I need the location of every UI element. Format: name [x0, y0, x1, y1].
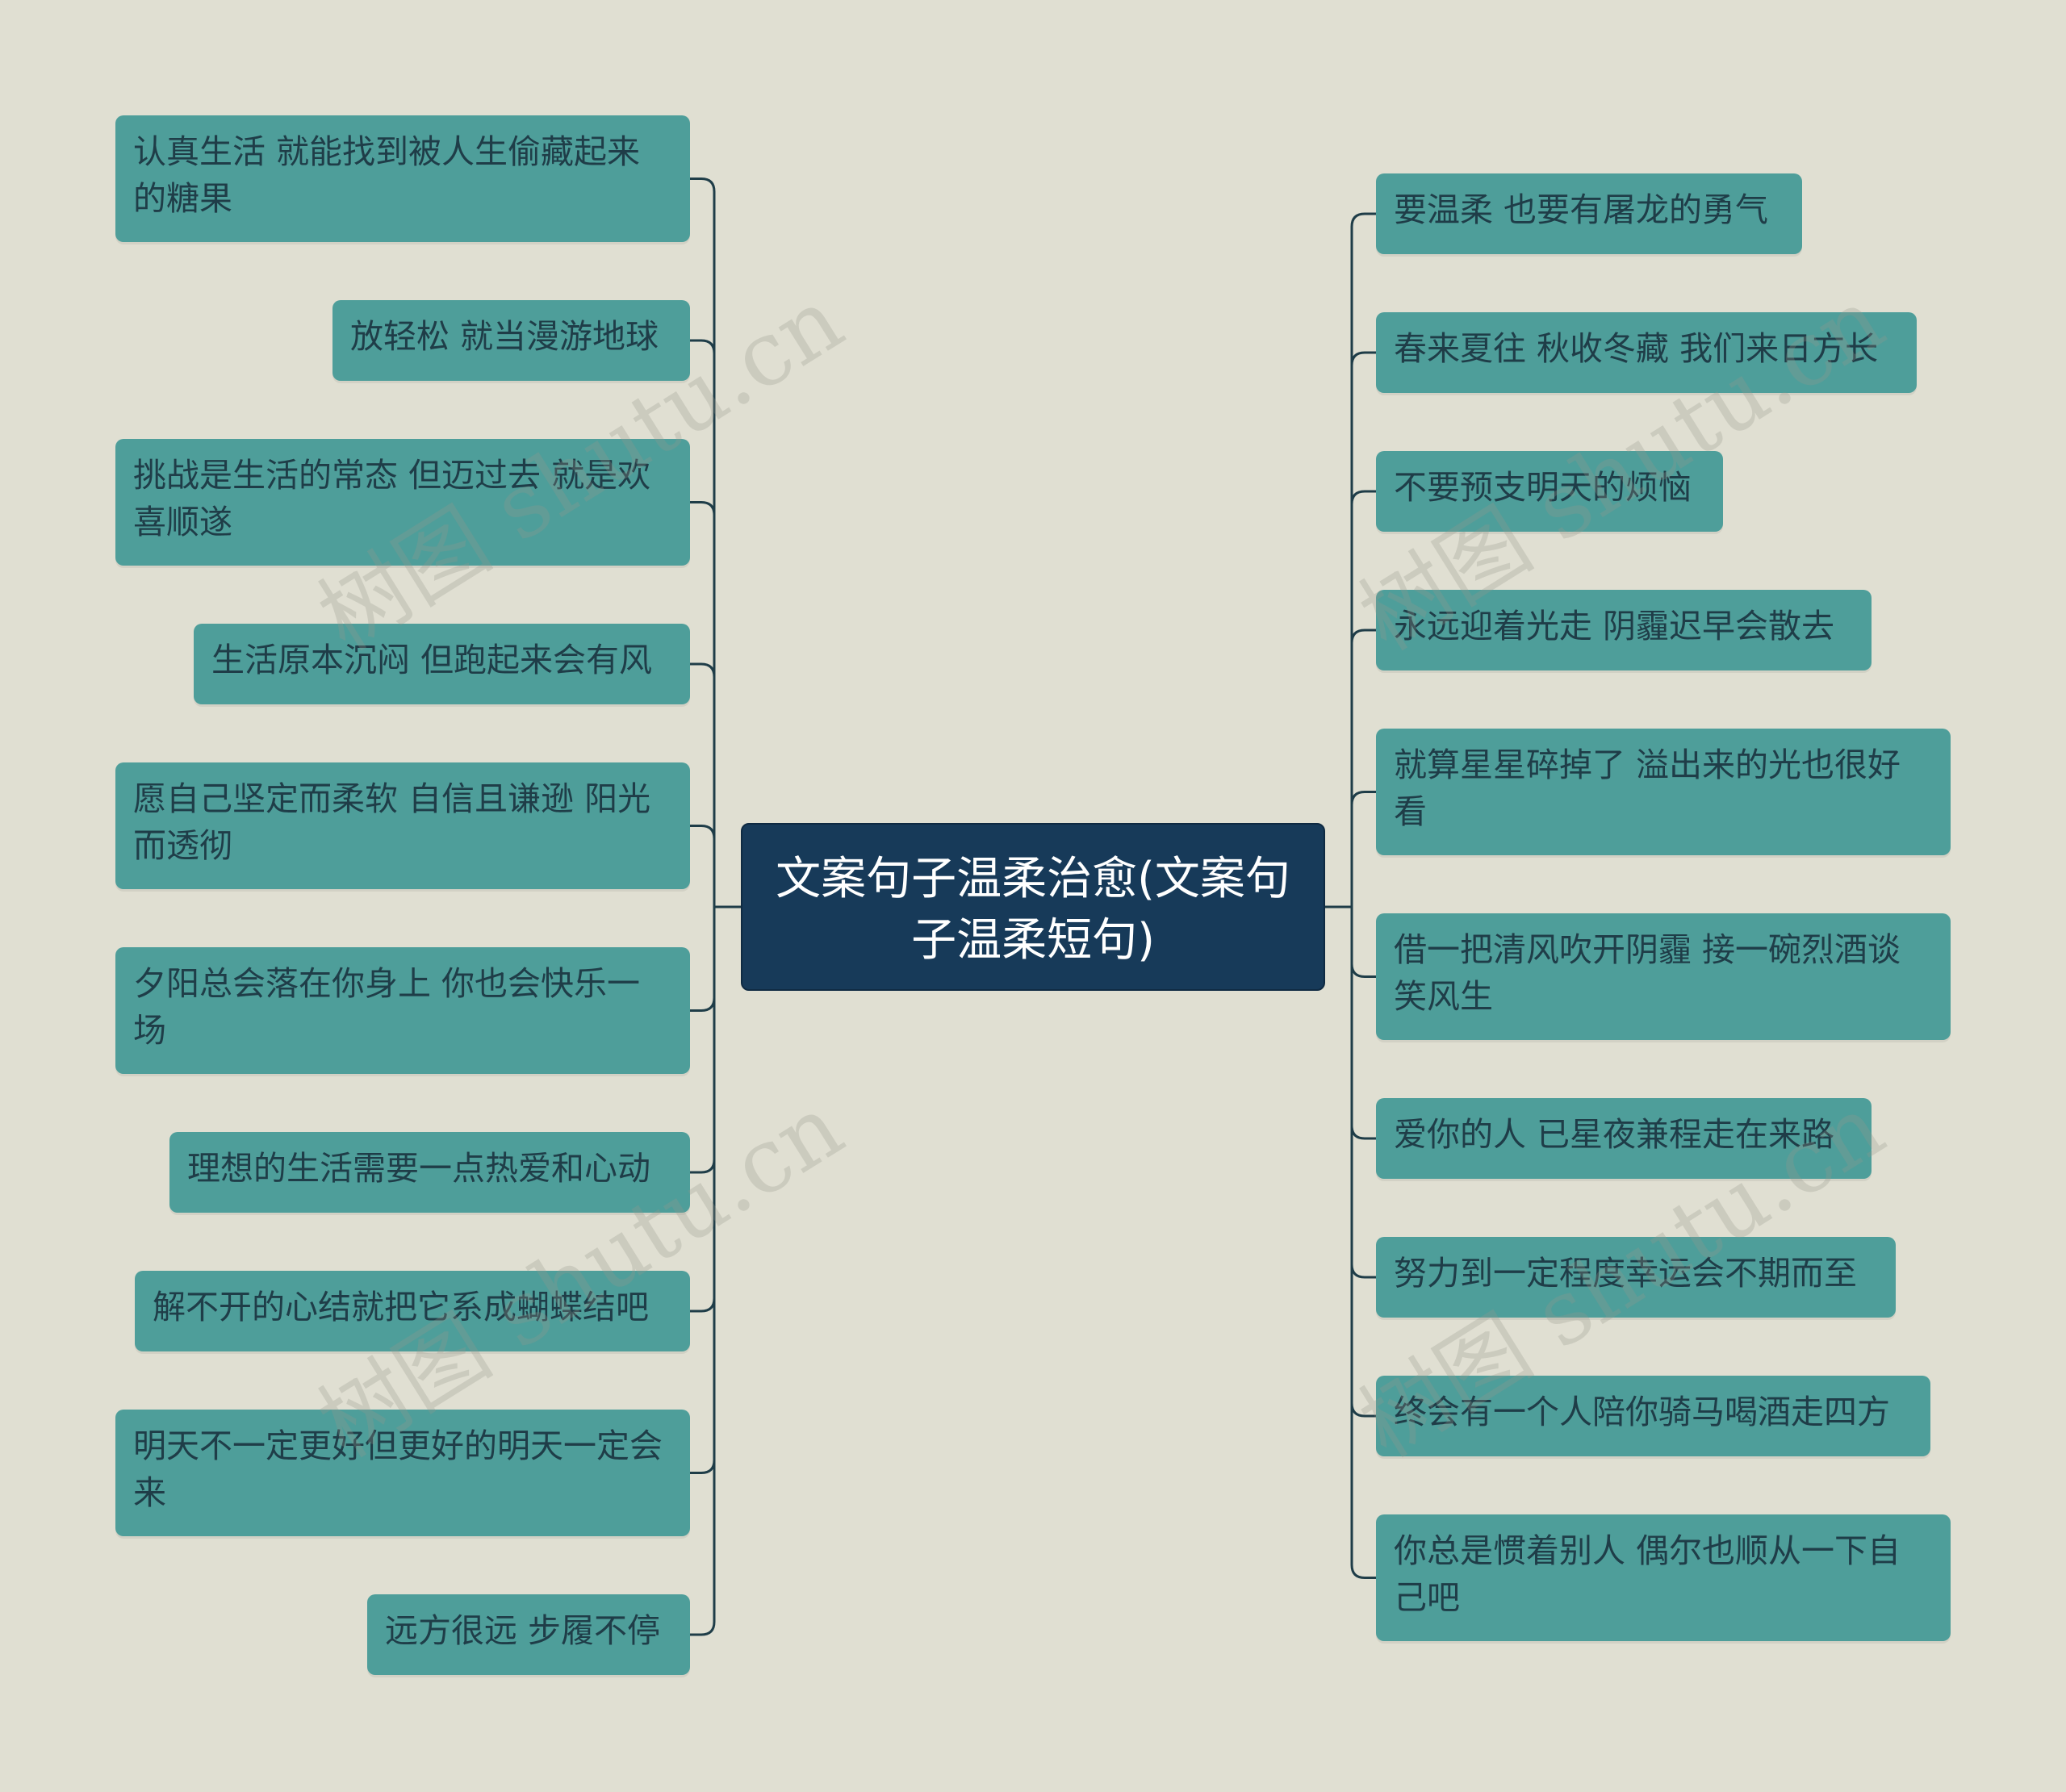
- connector-right-10: [1350, 907, 1376, 1579]
- connector-left-7: [690, 907, 716, 1174]
- right-node-8[interactable]: 努力到一定程度幸运会不期而至: [1376, 1237, 1896, 1318]
- left-node-10[interactable]: 远方很远 步履不停: [367, 1594, 690, 1675]
- node-label: 愿自己坚定而柔软 自信且谦逊 阳光而透彻: [133, 779, 651, 865]
- connector-right-8: [1350, 907, 1376, 1279]
- connector-right-6: [1350, 907, 1376, 978]
- connector-right-3: [1350, 490, 1376, 907]
- right-node-10[interactable]: 你总是惯着别人 偶尔也顺从一下自己吧: [1376, 1514, 1951, 1641]
- connector-left-3: [690, 501, 716, 907]
- connector-left-1: [690, 178, 716, 907]
- node-label: 爱你的人 已星夜兼程走在来路: [1394, 1115, 1835, 1154]
- node-label: 春来夏往 秋收冬藏 我们来日方长: [1394, 329, 1879, 368]
- connector-left-5: [690, 825, 716, 907]
- right-node-7[interactable]: 爱你的人 已星夜兼程走在来路: [1376, 1098, 1872, 1179]
- right-node-5[interactable]: 就算星星碎掉了 溢出来的光也很好看: [1376, 729, 1951, 855]
- connector-left-10: [690, 907, 716, 1636]
- left-node-6[interactable]: 夕阳总会落在你身上 你也会快乐一场: [115, 947, 690, 1074]
- node-label: 挑战是生活的常态 但迈过去 就是欢喜顺遂: [133, 456, 651, 541]
- node-label: 解不开的心结就把它系成蝴蝶结吧: [153, 1288, 649, 1326]
- node-label: 终会有一个人陪你骑马喝酒走四方: [1394, 1393, 1890, 1431]
- node-label: 认真生活 就能找到被人生偷藏起来的糖果: [133, 132, 641, 218]
- node-label: 明天不一定更好但更好的明天一定会来: [133, 1426, 663, 1512]
- left-node-5[interactable]: 愿自己坚定而柔软 自信且谦逊 阳光而透彻: [115, 762, 690, 889]
- node-label: 努力到一定程度幸运会不期而至: [1394, 1254, 1857, 1293]
- node-label: 生活原本沉闷 但跑起来会有风: [211, 641, 653, 679]
- connector-right-7: [1350, 907, 1376, 1140]
- node-label: 你总是惯着别人 偶尔也顺从一下自己吧: [1394, 1531, 1901, 1617]
- right-node-2[interactable]: 春来夏往 秋收冬藏 我们来日方长: [1376, 312, 1917, 393]
- node-label: 借一把清风吹开阴霾 接一碗烈酒谈笑风生: [1394, 930, 1901, 1016]
- connector-left-8: [690, 907, 716, 1313]
- left-node-9[interactable]: 明天不一定更好但更好的明天一定会来: [115, 1410, 690, 1536]
- right-node-9[interactable]: 终会有一个人陪你骑马喝酒走四方: [1376, 1376, 1930, 1456]
- connector-right-5: [1350, 791, 1376, 907]
- connector-left-9: [690, 907, 716, 1474]
- node-label: 要温柔 也要有屠龙的勇气: [1394, 190, 1769, 229]
- node-label: 远方很远 步履不停: [385, 1611, 661, 1650]
- node-label: 不要预支明天的烦恼: [1394, 468, 1692, 507]
- right-node-1[interactable]: 要温柔 也要有屠龙的勇气: [1376, 173, 1802, 254]
- connector-left-6: [690, 907, 716, 1012]
- central-topic-title: 文案句子温柔治愈(文案句子温柔短句): [776, 853, 1290, 967]
- right-node-3[interactable]: 不要预支明天的烦恼: [1376, 451, 1723, 532]
- connector-right-9: [1350, 907, 1376, 1418]
- left-node-8[interactable]: 解不开的心结就把它系成蝴蝶结吧: [135, 1271, 690, 1351]
- node-label: 理想的生活需要一点热爱和心动: [187, 1149, 650, 1188]
- connector-right-1: [1350, 212, 1376, 907]
- connector-right-2: [1350, 351, 1376, 907]
- connector-left-4: [690, 662, 716, 907]
- central-topic[interactable]: 文案句子温柔治愈(文案句子温柔短句): [741, 823, 1325, 991]
- node-label: 永远迎着光走 阴霾迟早会散去: [1394, 607, 1835, 645]
- left-node-7[interactable]: 理想的生活需要一点热爱和心动: [169, 1132, 690, 1213]
- right-node-4[interactable]: 永远迎着光走 阴霾迟早会散去: [1376, 590, 1872, 670]
- left-node-1[interactable]: 认真生活 就能找到被人生偷藏起来的糖果: [115, 115, 690, 242]
- connector-left-2: [690, 339, 716, 907]
- node-label: 就算星星碎掉了 溢出来的光也很好看: [1394, 746, 1901, 831]
- connector-right-4: [1350, 629, 1376, 907]
- left-node-2[interactable]: 放轻松 就当漫游地球: [332, 300, 690, 381]
- left-node-4[interactable]: 生活原本沉闷 但跑起来会有风: [194, 624, 690, 704]
- right-node-6[interactable]: 借一把清风吹开阴霾 接一碗烈酒谈笑风生: [1376, 913, 1951, 1040]
- node-label: 夕阳总会落在你身上 你也会快乐一场: [133, 964, 641, 1050]
- left-node-3[interactable]: 挑战是生活的常态 但迈过去 就是欢喜顺遂: [115, 439, 690, 566]
- node-label: 放轻松 就当漫游地球: [350, 317, 659, 356]
